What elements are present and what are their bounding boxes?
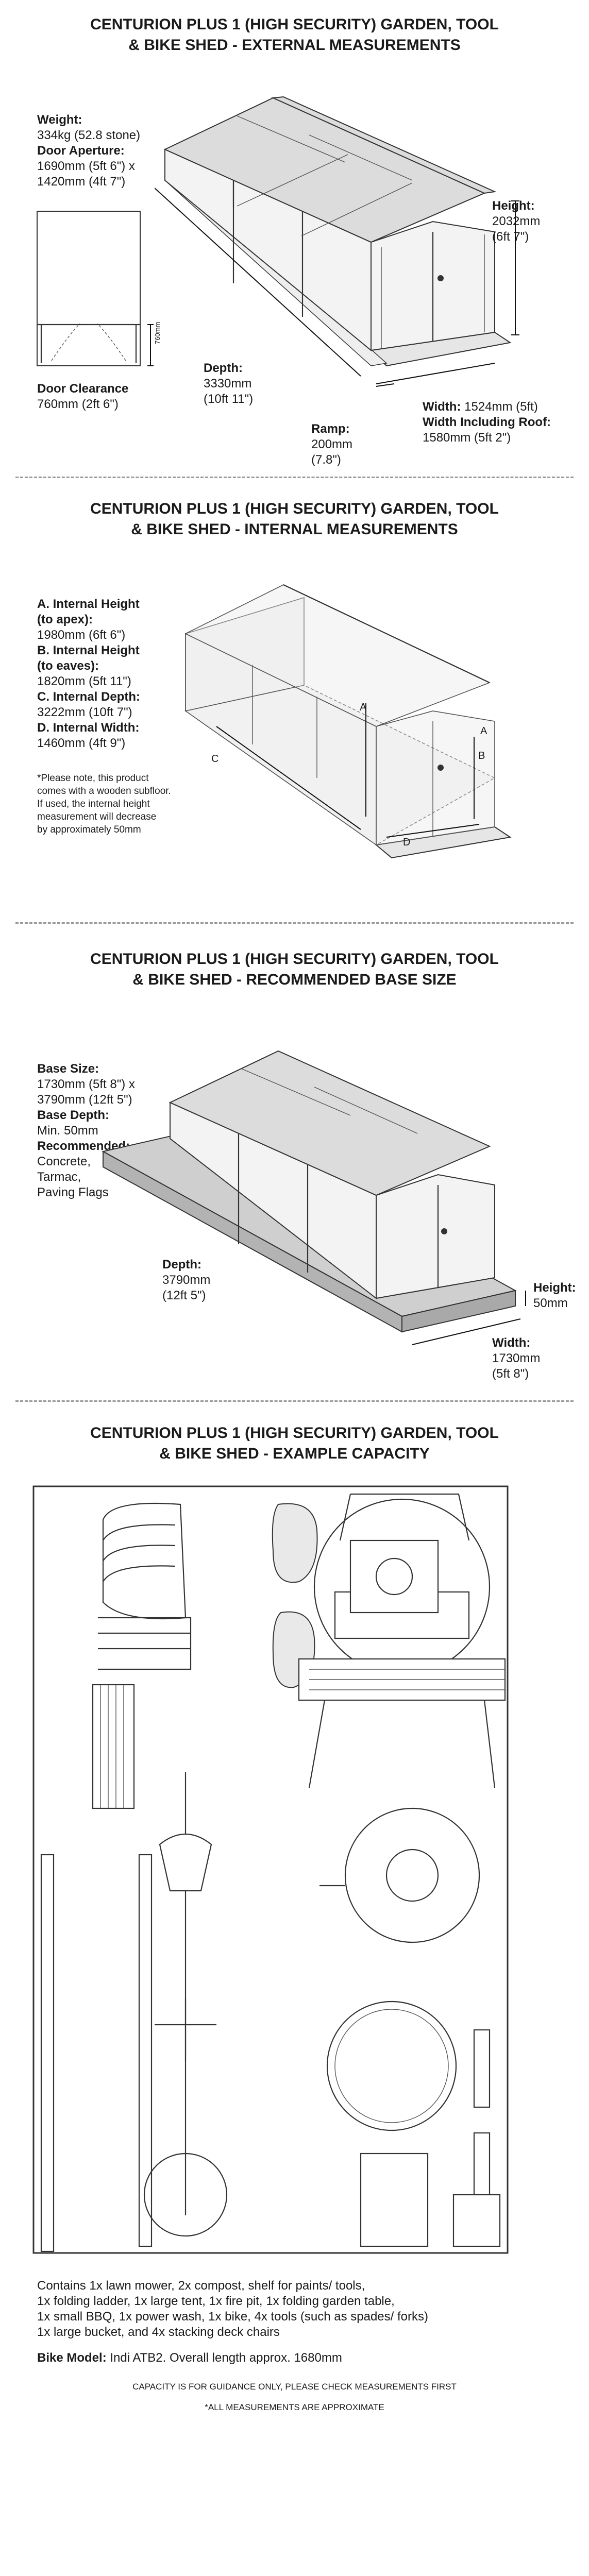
section-divider	[15, 1400, 574, 1402]
bike-model-label: Bike Model:	[37, 2351, 107, 2365]
bike-model: Bike Model: Indi ATB2. Overall length ap…	[37, 2350, 342, 2366]
external-shed-drawing	[155, 96, 519, 387]
ramp-label: Ramp:	[311, 422, 350, 436]
note-line-5: by approximately 50mm	[37, 824, 141, 835]
base-specs: Base Size: 1730mm (5ft 8") x 3790mm (12f…	[37, 1061, 135, 1200]
internal-title-line1: CENTURION PLUS 1 (HIGH SECURITY) GARDEN,…	[90, 500, 499, 517]
recommended-3: Paving Flags	[37, 1185, 109, 1199]
marker-b: B	[478, 750, 485, 761]
weight-value: 334kg (52.8 stone)	[37, 128, 141, 142]
door-clearance-spec: Door Clearance 760mm (2ft 6")	[37, 381, 128, 412]
approximate-disclaimer: *ALL MEASUREMENTS ARE APPROXIMATE	[205, 2402, 384, 2412]
base-size-label: Base Size:	[37, 1062, 99, 1076]
marker-a-2: A	[480, 725, 487, 737]
base-w-label: Width:	[492, 1336, 531, 1350]
door-aperture-value-2: 1420mm (4ft 7")	[37, 175, 126, 189]
depth-dimension: Depth: 3330mm (10ft 11")	[204, 361, 253, 407]
base-d-label: Depth:	[162, 1258, 201, 1272]
depth-value-1: 3330mm	[204, 377, 252, 391]
note-line-4: measurement will decrease	[37, 811, 157, 822]
bike-model-value: Indi ATB2. Overall length approx. 1680mm	[110, 2351, 342, 2365]
base-size-value-1: 1730mm (5ft 8") x	[37, 1077, 135, 1091]
base-width-dimension: Width: 1730mm (5ft 8")	[492, 1335, 540, 1382]
c-value: 3222mm (10ft 7")	[37, 705, 132, 719]
contains-line-3: 1x small BBQ, 1x power wash, 1x bike, 4x…	[37, 2310, 428, 2324]
base-depth-value: Min. 50mm	[37, 1124, 98, 1138]
d-value: 1460mm (4ft 9")	[37, 736, 126, 750]
section-divider	[15, 922, 574, 924]
ramp-value-2: (7.8")	[311, 453, 341, 467]
b-label: B. Internal Height	[37, 643, 140, 657]
weight-spec: Weight: 334kg (52.8 stone) Door Aperture…	[37, 112, 140, 190]
a-value: 1980mm (6ft 6")	[37, 628, 126, 642]
door-clearance-label: Door Clearance	[37, 382, 129, 396]
b-sub: (to eaves):	[37, 659, 99, 673]
lawn-mower	[313, 1493, 491, 1675]
a-label: A. Internal Height	[37, 597, 140, 611]
height-dimension: Height: 2032mm (6ft 7")	[492, 198, 540, 245]
b-value: 1820mm (5ft 11")	[37, 674, 131, 688]
base-d-value-2: (12ft 5")	[162, 1289, 206, 1302]
capacity-title-line1: CENTURION PLUS 1 (HIGH SECURITY) GARDEN,…	[90, 1425, 499, 1442]
base-size-value-2: 3790mm (12ft 5")	[37, 1093, 132, 1107]
garden-table	[298, 1658, 506, 1788]
capacity-contents: Contains 1x lawn mower, 2x compost, shel…	[37, 2278, 428, 2340]
height-value-1: 2032mm	[492, 214, 541, 228]
marker-c: C	[211, 753, 219, 765]
ramp-dimension: Ramp: 200mm (7.8")	[311, 421, 352, 468]
base-shed-drawing	[102, 1050, 526, 1345]
bike	[143, 1772, 228, 2237]
note-line-1: *Please note, this product	[37, 773, 149, 784]
width-label: Width:	[423, 400, 461, 414]
c-label: C. Internal Depth:	[37, 690, 141, 704]
base-d-value-1: 3790mm	[162, 1273, 211, 1287]
base-depth-dimension: Depth: 3790mm (12ft 5")	[162, 1257, 210, 1303]
section-divider	[15, 477, 574, 478]
d-label: D. Internal Width:	[37, 721, 140, 735]
contains-line-1: Contains 1x lawn mower, 2x compost, shel…	[37, 2279, 365, 2293]
depth-label: Depth:	[204, 361, 243, 375]
recommended-1: Concrete,	[37, 1155, 91, 1168]
weight-label: Weight:	[37, 113, 82, 127]
external-title-line1: CENTURION PLUS 1 (HIGH SECURITY) GARDEN,…	[90, 16, 499, 33]
base-title-line1: CENTURION PLUS 1 (HIGH SECURITY) GARDEN,…	[90, 951, 499, 968]
base-h-label: Height:	[533, 1281, 576, 1295]
deck-chairs	[98, 1502, 192, 1670]
subfloor-note: *Please note, this product comes with a …	[37, 772, 171, 836]
door-aperture-value-1: 1690mm (5ft 6") x	[37, 159, 135, 173]
note-line-2: comes with a wooden subfloor.	[37, 786, 171, 796]
base-w-value-1: 1730mm	[492, 1351, 541, 1365]
capacity-title-line2: & BIKE SHED - EXAMPLE CAPACITY	[159, 1445, 430, 1462]
base-w-value-2: (5ft 8")	[492, 1367, 529, 1381]
depth-value-2: (10ft 11")	[204, 392, 254, 406]
door-clearance-value: 760mm (2ft 6")	[37, 397, 119, 411]
a-sub: (to apex):	[37, 613, 93, 626]
height-label: Height:	[492, 199, 535, 213]
door-clearance-diagram	[37, 211, 154, 366]
capacity-floor-plan	[32, 1485, 509, 2254]
width-value: 1524mm (5ft)	[464, 400, 538, 414]
height-value-2: (6ft 7")	[492, 230, 529, 244]
base-h-value: 50mm	[533, 1296, 568, 1310]
ramp-value-1: 200mm	[311, 437, 353, 451]
door-aperture-label: Door Aperture:	[37, 144, 125, 158]
contains-line-4: 1x large bucket, and 4x stacking deck ch…	[37, 2325, 280, 2339]
external-title-line2: & BIKE SHED - EXTERNAL MEASUREMENTS	[128, 37, 461, 54]
contains-line-2: 1x folding ladder, 1x large tent, 1x fir…	[37, 2294, 395, 2308]
base-height-dimension: Height: 50mm	[533, 1280, 576, 1311]
internal-specs: A. Internal Height (to apex): 1980mm (6f…	[37, 597, 140, 751]
base-depth-label: Base Depth:	[37, 1108, 110, 1122]
internal-shed-drawing	[184, 584, 512, 859]
note-line-3: If used, the internal height	[37, 799, 150, 809]
marker-a: A	[360, 702, 367, 713]
capacity-disclaimer: CAPACITY IS FOR GUIDANCE ONLY, PLEASE CH…	[132, 2382, 457, 2392]
recommended-2: Tarmac,	[37, 1170, 81, 1184]
width-dimension: Width: 1524mm (5ft) Width Including Roof…	[423, 399, 551, 446]
base-title-line2: & BIKE SHED - RECOMMENDED BASE SIZE	[132, 971, 457, 988]
internal-title-line2: & BIKE SHED - INTERNAL MEASUREMENTS	[131, 521, 458, 538]
marker-d: D	[403, 837, 411, 848]
width-roof-label: Width Including Roof:	[423, 415, 551, 429]
width-roof-value: 1580mm (5ft 2")	[423, 431, 511, 445]
